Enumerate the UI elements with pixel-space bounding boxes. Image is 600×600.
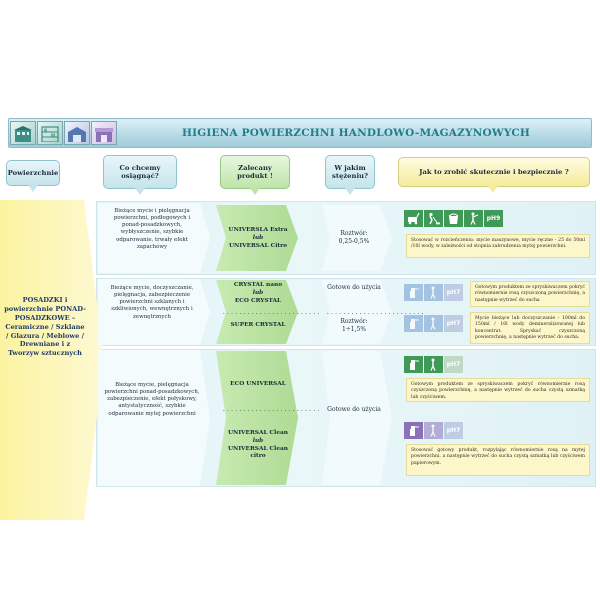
- row1-product: UNIVERSLA Extra lub UNIVERSAL Citro: [228, 227, 288, 249]
- row2-product-b: SUPER CRYSTAL: [230, 322, 286, 328]
- ph7-badge: pH7: [444, 356, 463, 373]
- ph9-badge: pH9: [484, 210, 503, 227]
- machine-scrubber-icon: [404, 210, 423, 227]
- header-tail: [345, 188, 355, 195]
- page-title: HIGIENA POWIERZCHNI HANDLOWO-MAGAZYNOWYC…: [181, 127, 531, 139]
- row3-icons-b: pH7: [404, 422, 463, 439]
- row2-instructions-b: Mycie bieżące lub doczyszczanie - 100ml …: [470, 312, 590, 344]
- person-cleaning-icon: [424, 356, 443, 373]
- header-concentration: W jakim stężeniu?: [325, 155, 375, 189]
- product-band: [216, 205, 298, 485]
- row3-product-a: ECO UNIVERSAL: [230, 381, 286, 387]
- goal-band: [98, 203, 210, 486]
- row2-concentration-b: Roztwór: 1÷1,5%: [340, 318, 368, 334]
- header-surfaces: Powierzchnie: [6, 160, 60, 186]
- row2-product-a: CRYSTAL nano lub ECO CRYSTAL: [233, 282, 283, 304]
- spray-bottle-icon: [404, 284, 423, 301]
- person-cleaning-icon: [424, 284, 443, 301]
- row3-instructions-a: Gotowym produktem ze spryskiwaczem pokry…: [406, 378, 590, 402]
- building-icon: [10, 121, 36, 145]
- header-tail: [250, 188, 260, 195]
- store-icon: [91, 121, 117, 145]
- row1-icons: pH9: [404, 210, 503, 227]
- header-tail: [488, 186, 498, 193]
- row2-concentration-a: Gotowe do użycia: [327, 284, 381, 291]
- header-tail: [135, 188, 145, 195]
- ph7-badge: pH7: [444, 315, 463, 332]
- row2-concentration-divider: ........................: [326, 309, 425, 316]
- header-howto: Jak to zrobić skutecznie i bezpiecznie ?: [398, 157, 590, 187]
- row3-concentration: Gotowe do użycia: [327, 406, 381, 413]
- row2-instructions-a: Gotowym produktem ze spryskiwaczem pokry…: [470, 281, 590, 307]
- row3-product-divider: ........................: [222, 406, 321, 413]
- spray-bottle-icon: [404, 422, 423, 439]
- concentration-band: [322, 205, 392, 485]
- spray-bottle-icon: [404, 356, 423, 373]
- bucket-icon: [444, 210, 463, 227]
- row3-product-b: UNIVERSAL Clean lub UNIVERSAL Clean citr…: [227, 430, 289, 460]
- ph7-badge: pH7: [444, 284, 463, 301]
- row2-icons-a: pH7: [404, 284, 463, 301]
- person-cleaning-icon: [424, 315, 443, 332]
- surfaces-text: POSADZKI i powierzchnie PONAD-POSADZKOWE…: [4, 296, 86, 358]
- row1-instructions: Stosować w rozcieńczeniu: mycie maszynow…: [406, 234, 590, 258]
- banner-icon-strip: [10, 121, 118, 145]
- row2-product-divider: ........................: [222, 309, 321, 316]
- row3-goal: Bieżące mycie, pielęgnacja powierzchni p…: [104, 382, 200, 417]
- row2-icons-b: pH7: [404, 315, 463, 332]
- warehouse-icon: [64, 121, 90, 145]
- ph7-badge: pH7: [444, 422, 463, 439]
- person-cleaning-icon: [464, 210, 483, 227]
- header-goal: Co chcemy osiągnąć?: [103, 155, 177, 189]
- header-product: Zalecany produkt !: [220, 155, 290, 189]
- row1-concentration: Roztwór: 0,25-0,5%: [338, 230, 370, 246]
- header-tail: [28, 185, 38, 192]
- mopping-icon: [424, 210, 443, 227]
- row1-goal: Bieżące mycie i pielęgnacja powierzchni,…: [113, 208, 191, 250]
- row3-icons-a: pH7: [404, 356, 463, 373]
- person-cleaning-icon: [424, 422, 443, 439]
- surfaces-band: [0, 200, 104, 520]
- row3-instructions-b: Stosować gotowy produkt, rozpylając równ…: [406, 444, 590, 476]
- spray-bottle-icon: [404, 315, 423, 332]
- shelves-icon: [37, 121, 63, 145]
- row2-goal: Bieżące mycie, doczyszczanie, pielęgnacj…: [110, 285, 194, 320]
